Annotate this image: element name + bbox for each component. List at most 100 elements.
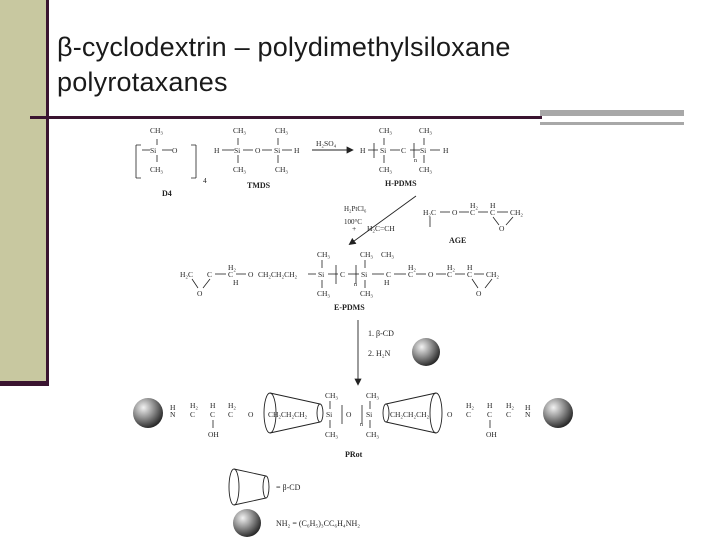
svg-text:Si: Si [318, 270, 324, 279]
svg-text:H₂: H₂ [447, 263, 455, 272]
legend-amine-text: NH₂ = (C₆H₅)₃CC₆H₄NH₂ [276, 519, 360, 528]
svg-text:C: C [447, 270, 452, 279]
svg-text:H₂C: H₂C [180, 270, 193, 279]
svg-text:H: H [487, 401, 493, 410]
svg-text:CH₃: CH₃ [366, 391, 379, 400]
svg-text:H: H [443, 146, 449, 155]
svg-text:H: H [170, 403, 176, 412]
reaction-temp: 100°C [344, 218, 362, 226]
svg-text:CH₂CH₂CH₂: CH₂CH₂CH₂ [268, 410, 307, 419]
svg-text:n: n [360, 422, 363, 428]
svg-text:C: C [228, 270, 233, 279]
svg-text:H₂: H₂ [228, 401, 236, 410]
svg-text:CH₃: CH₃ [379, 165, 392, 174]
svg-text:C: C [467, 270, 472, 279]
left-decor-accent [0, 381, 49, 386]
step-1: 1. β-CD [368, 329, 394, 338]
svg-text:OH: OH [208, 430, 219, 439]
svg-text:CH₃: CH₃ [381, 250, 394, 259]
tmds-label: TMDS [247, 181, 271, 190]
svg-text:O: O [452, 208, 458, 217]
svg-text:H₂C=CH: H₂C=CH [367, 224, 395, 233]
step-2: 2. H₂N [368, 349, 391, 358]
svg-text:CH₃: CH₃ [317, 289, 330, 298]
age-structure: + H₂C=CH H₂C O H₂ C H C CH₂ O [352, 201, 523, 233]
svg-text:Si: Si [420, 146, 426, 155]
svg-text:C: C [506, 410, 511, 419]
svg-text:CH₃: CH₃ [233, 165, 246, 174]
d4-label: D4 [162, 189, 172, 198]
svg-text:H: H [294, 146, 300, 155]
svg-text:C: C [408, 270, 413, 279]
svg-text:CH₃: CH₃ [360, 250, 373, 259]
svg-text:H: H [210, 401, 216, 410]
legend-stopper-ball [233, 509, 261, 537]
title-rule-gray-top [540, 110, 684, 116]
epdms-structure: H₂C C H₂ C O CH₂CH₂CH₂ Si C Si C H₂ C O … [180, 250, 499, 298]
svg-text:CH₂CH₂CH₂: CH₂CH₂CH₂ [258, 270, 297, 279]
svg-text:H₂: H₂ [506, 401, 514, 410]
slide-title: β-cyclodextrin – polydimethylsiloxane po… [57, 30, 511, 100]
svg-text:C: C [401, 146, 406, 155]
cyclodextrin-ring-right [382, 392, 443, 434]
catalyst-acid: H₂SO₄ [316, 139, 337, 148]
svg-text:H₂: H₂ [466, 401, 474, 410]
svg-text:O: O [346, 410, 352, 419]
svg-text:H: H [525, 403, 531, 412]
svg-text:O: O [197, 289, 203, 298]
svg-text:H: H [360, 146, 366, 155]
svg-text:CH₃: CH₃ [275, 126, 288, 135]
svg-text:H₂: H₂ [470, 201, 478, 210]
hpdms-label: H-PDMS [385, 179, 417, 188]
svg-text:H: H [467, 263, 473, 272]
arrow-hydrosilylation [348, 195, 417, 246]
svg-text:Si: Si [326, 410, 332, 419]
svg-text:C: C [490, 208, 495, 217]
stopper-ball-left [133, 398, 163, 428]
svg-text:CH₂: CH₂ [510, 208, 523, 217]
svg-text:CH₃: CH₃ [379, 126, 392, 135]
svg-text:O: O [248, 410, 254, 419]
hpdms-structure [368, 138, 440, 163]
svg-text:+: + [352, 224, 356, 233]
svg-text:Si: Si [366, 410, 372, 419]
svg-text:C: C [470, 208, 475, 217]
svg-text:C: C [210, 410, 215, 419]
slide-title-line-1: β-cyclodextrin – polydimethylsiloxane [57, 32, 511, 62]
svg-text:CH₃: CH₃ [419, 126, 432, 135]
svg-text:n: n [354, 282, 357, 288]
svg-text:O: O [447, 410, 453, 419]
svg-text:CH₃: CH₃ [150, 126, 163, 135]
svg-text:O: O [255, 146, 261, 155]
svg-text:4: 4 [203, 176, 207, 185]
title-rule-gray-bottom [540, 122, 684, 125]
svg-text:H: H [490, 201, 496, 210]
svg-text:N: N [170, 410, 176, 419]
svg-text:OH: OH [486, 430, 497, 439]
svg-text:CH₃: CH₃ [150, 165, 163, 174]
svg-text:CH₃: CH₃ [325, 391, 338, 400]
svg-text:CH₂: CH₂ [486, 270, 499, 279]
svg-text:C: C [190, 410, 195, 419]
svg-text:O: O [428, 270, 434, 279]
svg-text:CH₃: CH₃ [360, 289, 373, 298]
stopper-ball-reagent [412, 338, 440, 366]
left-decor-band [0, 0, 46, 384]
svg-text:n: n [414, 158, 417, 164]
slide-title-line-2: polyrotaxanes [57, 67, 228, 97]
svg-text:C: C [466, 410, 471, 419]
svg-text:C: C [207, 270, 212, 279]
svg-text:H₂: H₂ [408, 263, 416, 272]
svg-text:Si: Si [361, 270, 367, 279]
svg-text:N: N [525, 410, 531, 419]
tmds-structure [222, 138, 292, 163]
svg-text:CH₃: CH₃ [317, 250, 330, 259]
svg-text:Si: Si [150, 146, 156, 155]
legend-cd-text: = β-CD [276, 483, 301, 492]
svg-text:Si: Si [380, 146, 386, 155]
svg-text:Si: Si [234, 146, 240, 155]
svg-text:O: O [476, 289, 482, 298]
svg-text:H₂: H₂ [190, 401, 198, 410]
svg-text:Si: Si [274, 146, 280, 155]
